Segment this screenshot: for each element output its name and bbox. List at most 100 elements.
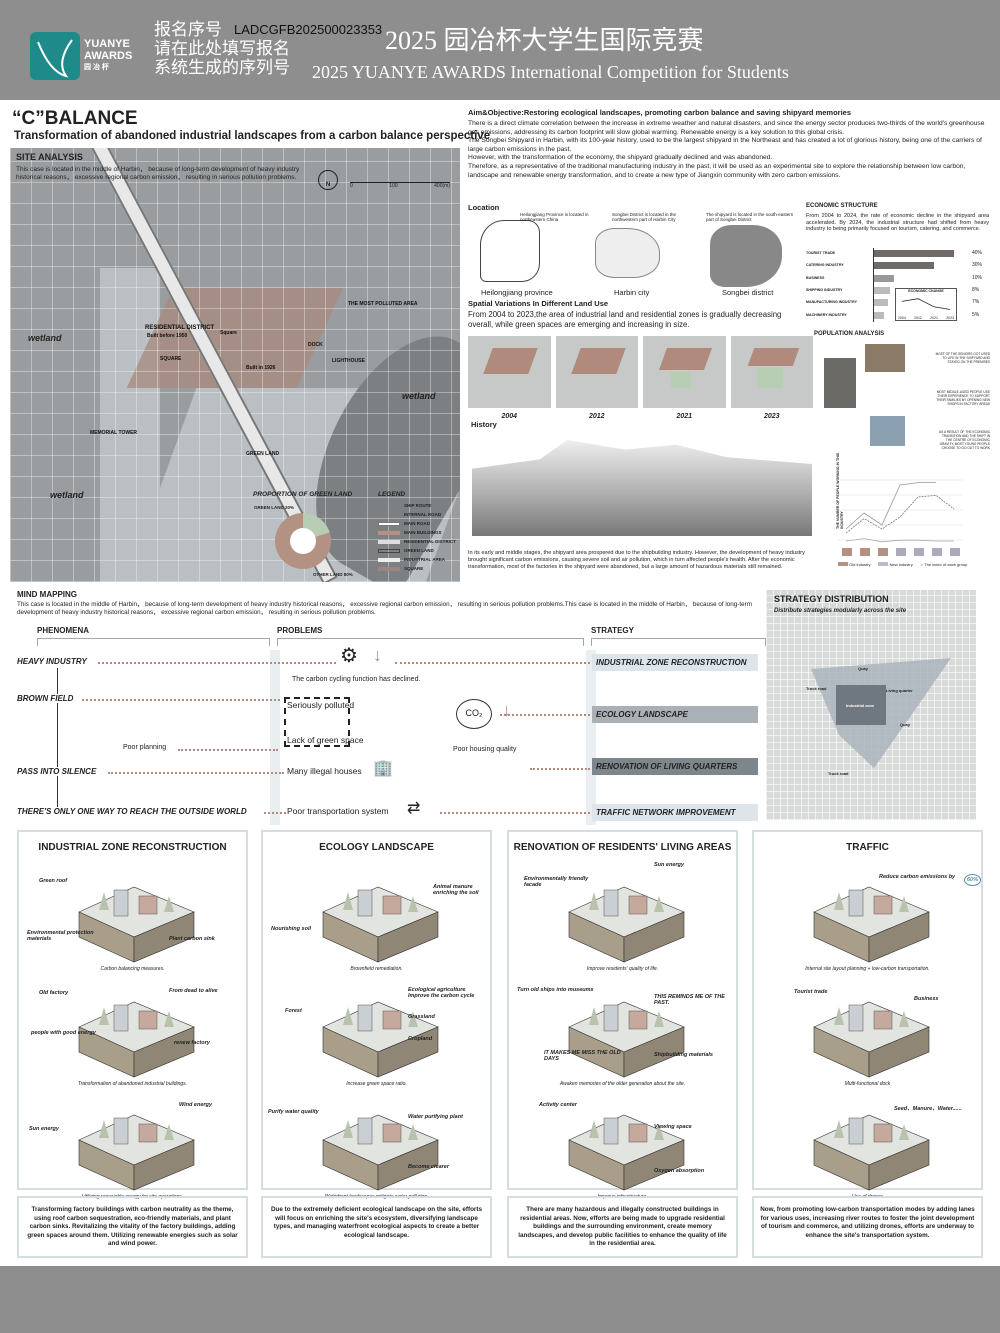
panel-label: Environmental protection materials xyxy=(27,930,94,942)
problem-transport: Poor transportation system xyxy=(287,806,389,816)
site-analysis-text: This case is located in the middle of Ha… xyxy=(16,166,300,181)
problem-illegal-houses: Many illegal houses xyxy=(287,766,362,776)
panel-label: renew factory xyxy=(174,1040,210,1046)
bar-value: 5% xyxy=(972,311,980,318)
economic-change-line xyxy=(901,298,951,310)
building-icon: 🏢 xyxy=(373,760,393,777)
axis-line xyxy=(873,248,874,322)
panel-label: Old factory xyxy=(39,990,69,996)
green-proportion-heading: PROPORTION OF GREEN LAND xyxy=(253,491,353,498)
panel-title: ECOLOGY LANDSCAPE xyxy=(319,842,434,853)
site-analysis-heading: SITE ANALYSIS xyxy=(16,152,83,162)
isometric-illustration xyxy=(78,886,195,963)
landuse-map-2012: 2012 xyxy=(555,336,638,420)
industry-icon xyxy=(932,548,942,556)
location-name: Harbin city xyxy=(614,288,650,297)
industry-icon xyxy=(878,548,888,556)
panel-label: Cropland xyxy=(408,1036,433,1042)
legend-item: SQUARE xyxy=(378,564,458,573)
serial-number: LADCGFB202500023353 xyxy=(234,22,383,37)
panel-description: Due to the extremely deficient ecologica… xyxy=(261,1196,492,1258)
industry-icon xyxy=(914,548,924,556)
strategy-distribution-heading: STRATEGY DISTRIBUTION xyxy=(774,594,889,604)
panel-label: From dead to alive xyxy=(169,988,218,994)
legend-item: INDUSTRIAL AREA xyxy=(378,555,458,564)
label-square: Square xyxy=(220,330,237,336)
label-built-1950: Built before 1950 xyxy=(147,333,188,339)
industry-icon xyxy=(950,548,960,556)
panel-label: Water purifying plant xyxy=(408,1114,463,1120)
column-band xyxy=(270,650,280,825)
population-line-chart xyxy=(838,479,963,556)
column-band xyxy=(586,650,596,825)
label-square: SQUARE xyxy=(160,356,182,362)
poster-subtitle: Transformation of abandoned industrial l… xyxy=(14,130,491,142)
panel-label: Animal manure enriching the soil xyxy=(433,884,479,896)
songbei-map xyxy=(710,225,782,287)
bar xyxy=(874,274,894,282)
location-name: Songbei district xyxy=(722,288,774,297)
map-label: Quay xyxy=(858,666,869,671)
isometric-illustration xyxy=(568,1001,685,1078)
bar-label: MACHINERY INDUSTRY xyxy=(806,312,847,317)
green-land-donut xyxy=(275,513,331,569)
panel-label: Viewing space xyxy=(654,1124,692,1130)
strategy-ecology: ECOLOGY LANDSCAPE xyxy=(592,706,758,723)
panel-description: Transforming factory buildings with carb… xyxy=(17,1196,248,1258)
panel-label: Plant carbon sink xyxy=(169,936,215,942)
phenomenon-one-way: THERE'S ONLY ONE WAY TO REACH THE OUTSID… xyxy=(17,807,247,816)
bracket xyxy=(277,638,584,646)
label-residential: RESIDENTIAL DISTRICT xyxy=(145,325,215,331)
harbin-map xyxy=(595,228,660,278)
problem-planning: Poor planning xyxy=(123,744,167,751)
history-text: In its early and middle stages, the ship… xyxy=(468,550,805,570)
poster-title: “C”BALANCE xyxy=(12,108,138,129)
isometric-illustration xyxy=(78,1114,195,1191)
panel-label: Wind energy xyxy=(179,1102,212,1108)
heilongjiang-map xyxy=(480,220,540,282)
carbon-cycle-icon: ⚙ xyxy=(340,645,358,667)
isometric-illustration xyxy=(322,1114,439,1191)
history-collage xyxy=(472,440,812,536)
bar-value: 40% xyxy=(972,250,983,256)
panel-label: Nourishing soil xyxy=(271,926,312,932)
site-analysis-map: SITE ANALYSIS This case is located in th… xyxy=(10,148,460,582)
yuanye-logo xyxy=(30,32,80,80)
strategy-distribution-sub: Distribute strategies modularly across t… xyxy=(774,608,907,614)
label-dock: DOCK xyxy=(308,342,323,348)
bar-label: SHIPPING INDUSTRY xyxy=(806,287,843,292)
panel-title: TRAFFIC xyxy=(846,842,889,853)
problem-green-space: Lack of green space xyxy=(287,735,364,745)
panel-caption: Brownfield remediation. xyxy=(350,966,403,972)
landuse-heading: Spatial Variations In Different Land Use xyxy=(468,299,609,308)
industry-icon xyxy=(842,548,852,556)
location-note: The shipyard is located in the south-eas… xyxy=(706,212,794,222)
panel-label: 60% xyxy=(964,874,982,886)
panel-label: Green roof xyxy=(39,878,68,884)
industry-icon xyxy=(860,548,870,556)
panel-caption: Improve residents' quality of life. xyxy=(586,966,659,972)
isometric-illustration xyxy=(568,886,685,963)
strategy-distribution-map: STRATEGY DISTRIBUTION Distribute strateg… xyxy=(766,590,976,820)
label-green-land: GREEN LAND xyxy=(246,451,280,457)
industry-icon xyxy=(896,548,906,556)
panel-description: Now, from promoting low-carbon transport… xyxy=(752,1196,983,1258)
col-strategy: STRATEGY xyxy=(591,626,634,635)
legend-heading: LEGEND xyxy=(378,491,406,498)
panel-label: Turn old ships into museums xyxy=(517,987,594,993)
panel-label: Business xyxy=(914,996,939,1002)
photo-young xyxy=(870,416,905,446)
registration-note: 报名序号请在此处填写报名系统生成的序列号 xyxy=(154,20,290,77)
bar-label: CATERING INDUSTRY xyxy=(806,263,844,268)
phenomenon-pass-into-silence: PASS INTO SILENCE xyxy=(17,767,97,776)
label-church: Built in 1926 xyxy=(246,365,276,371)
label-wetland: wetland xyxy=(50,490,84,500)
phenomena-line xyxy=(57,668,58,808)
bar xyxy=(874,311,884,319)
isometric-illustration xyxy=(568,1114,685,1191)
population-series-line xyxy=(845,538,954,543)
